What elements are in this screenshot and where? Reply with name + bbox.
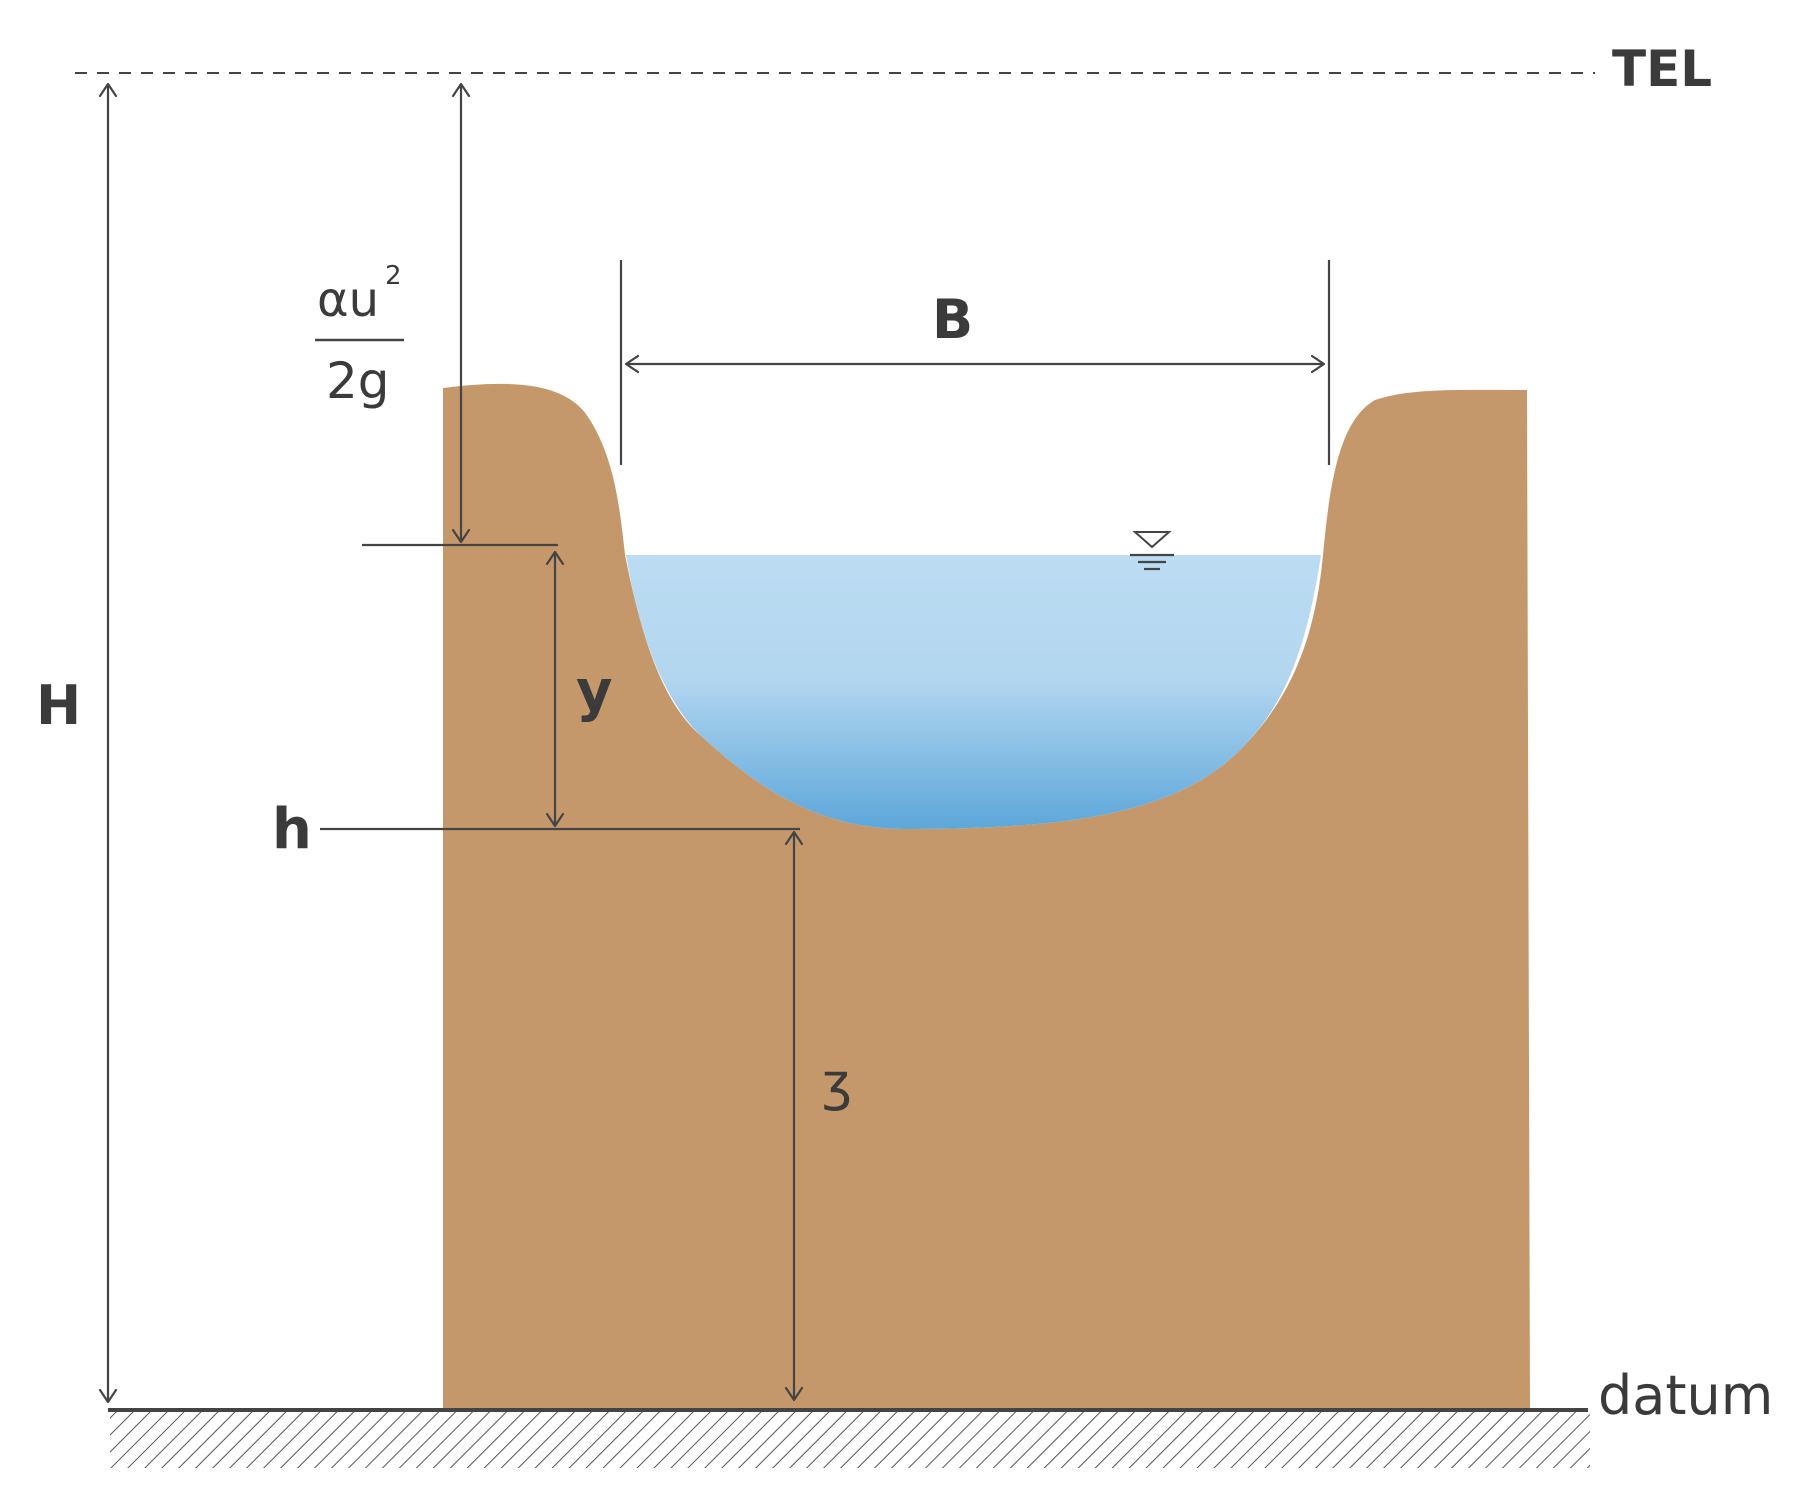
depth-dimension (545, 550, 565, 828)
datum-label: datum (1598, 1364, 1773, 1427)
total-head-label: H (36, 674, 81, 737)
stage-label: h (272, 797, 312, 862)
velocity-head-exponent: 2 (385, 261, 402, 291)
total-head-dimension (98, 82, 118, 1404)
water-body (626, 555, 1321, 830)
elevation-dimension (784, 830, 804, 1402)
tel-label: TEL (1612, 40, 1712, 98)
depth-label: y (576, 659, 613, 724)
water-surface-triangle-icon (1130, 531, 1174, 571)
velocity-head-numerator: αu (317, 272, 379, 328)
top-width-label: B (932, 288, 973, 351)
soil-body (443, 383, 1530, 1408)
velocity-head-dimension (451, 82, 471, 544)
elevation-label: ʒ (822, 1053, 852, 1113)
top-width-dimension (619, 260, 1331, 465)
ground-hatch (110, 1412, 1590, 1468)
velocity-head-denominator: 2g (326, 352, 390, 410)
